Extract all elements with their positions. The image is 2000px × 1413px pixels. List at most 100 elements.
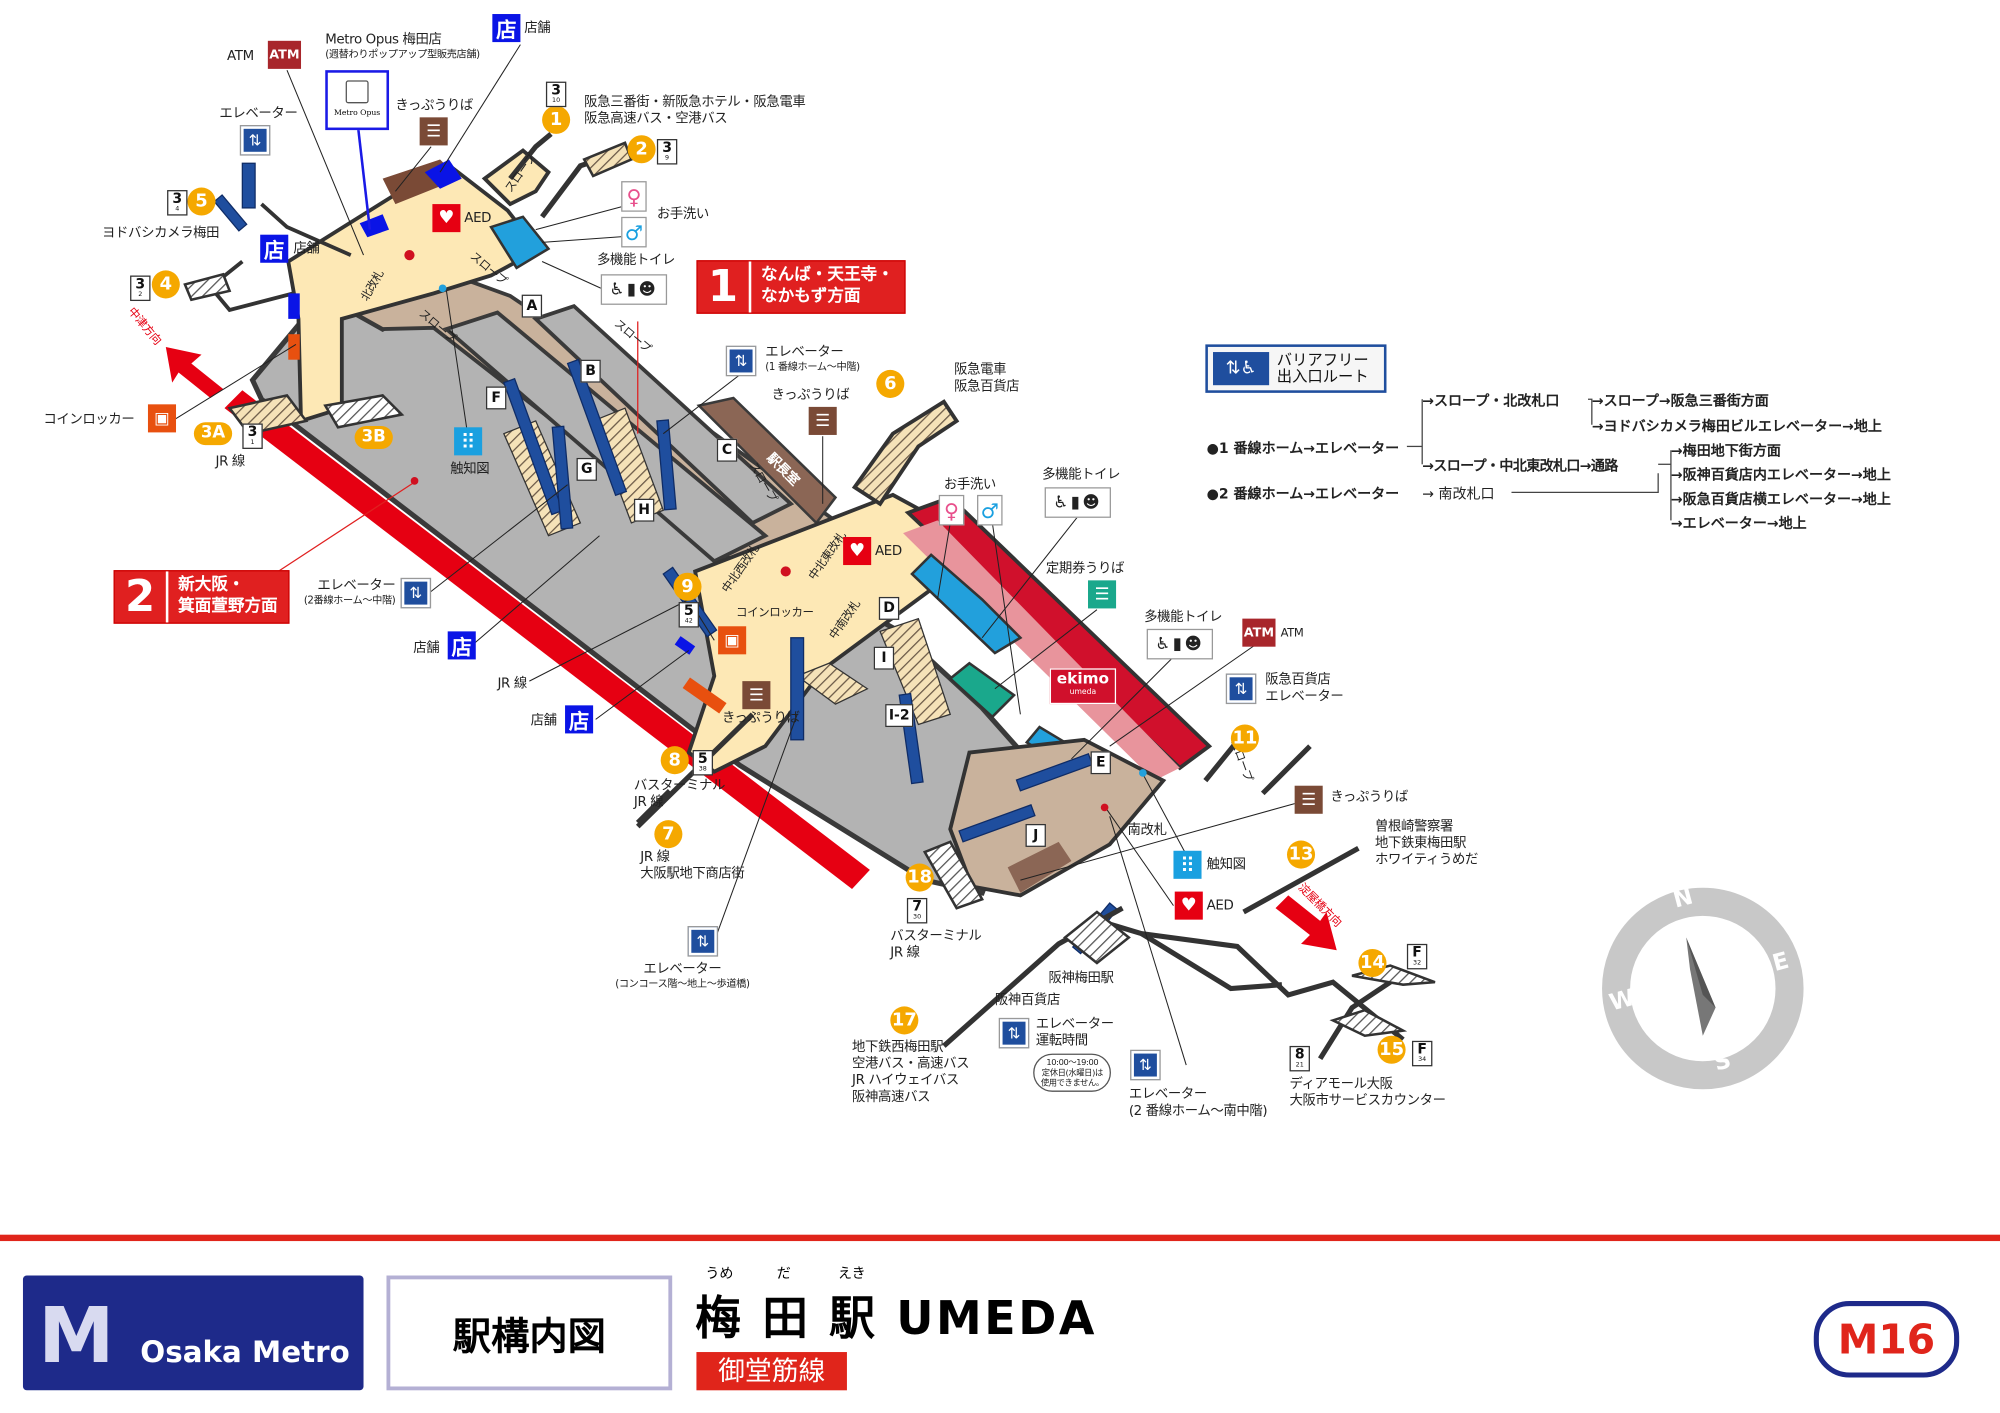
exit-2-marker[interactable]: 2 [627, 135, 656, 164]
exit-3a-marker[interactable]: 3A [193, 422, 233, 446]
exit-18-marker[interactable]: 18 [905, 863, 934, 892]
exit-3b-marker[interactable]: 3B [354, 426, 393, 449]
exit13-dest: 地下鉄東梅田駅 [1374, 835, 1467, 851]
exit-7-marker[interactable]: 7 [654, 820, 683, 849]
male-restroom-icon: ♂ [977, 494, 1003, 526]
exit-9-marker[interactable]: 9 [673, 572, 702, 601]
yodobashi-label: ヨドバシカメラ梅田 [102, 225, 220, 242]
exit-4-marker[interactable]: 4 [151, 270, 180, 299]
restroom-label: お手洗い [943, 477, 996, 493]
direction-sign-2: 2 新大阪・箕面萱野方面 [113, 570, 290, 624]
elevator-icon: ⇅ [1131, 1051, 1160, 1080]
exit-6-marker[interactable]: 6 [876, 369, 905, 398]
coin-locker-label: コインロッカー [735, 607, 814, 620]
aed-icon: ♥ [1174, 891, 1203, 920]
compass-w: W [1606, 984, 1638, 1017]
furigana: だ [776, 1265, 791, 1282]
elevator-icon: ⇅ [688, 927, 717, 956]
ticket-label: きっぷうりば [1330, 789, 1408, 805]
exit-14-marker[interactable]: 14 [1358, 948, 1387, 978]
tactile-map-label: 触知図 [450, 461, 490, 478]
coin-locker-icon: ▣ [718, 626, 747, 655]
exit-17-marker[interactable]: 17 [890, 1006, 919, 1035]
stair-letter-i2: I-2 [885, 704, 914, 728]
route-step: →梅田地下街方面 [1670, 442, 1781, 460]
route-step: →スロープ→阪急三番街方面 [1591, 392, 1769, 410]
exit1-destination-2: 阪急高速バス・空港バス [584, 110, 728, 127]
platform-number: 2 [115, 571, 168, 623]
escalator [790, 637, 805, 741]
stair-letter-e: E [1090, 751, 1111, 775]
shop-icon: 店 [260, 234, 289, 263]
exit-5-marker[interactable]: 5 [187, 187, 216, 216]
elevator-label: エレベーター [1128, 1086, 1207, 1103]
exit1-destination: 阪急三番街・新阪急ホテル・阪急電車 [584, 94, 806, 110]
atm-icon: ATM [1242, 618, 1276, 647]
atm-label: ATM [1280, 627, 1304, 641]
metro-opus-logo: Metro Opus [325, 70, 390, 131]
elevator-label: エレベーター [1265, 688, 1344, 705]
stair-letter-a: A [521, 294, 543, 318]
hanshin-dept-label: 阪神百貨店 [994, 992, 1060, 1008]
atm-icon: ATM [267, 40, 302, 69]
shop-icon: 店 [492, 14, 521, 43]
elevator-label: エレベーター [1035, 1016, 1114, 1032]
elevator-label: エレベーター [219, 105, 298, 122]
hankyu-dept-label: 阪急百貨店 [954, 378, 1020, 395]
aed-label: AED [1206, 897, 1234, 914]
route-platform-1: ●1 番線ホーム→エレベーター [1206, 440, 1400, 457]
stair-letter-h: H [633, 498, 655, 522]
compass-n: N [1670, 883, 1696, 914]
elevator-label: エレベーター [643, 961, 722, 978]
barrier-free-title: 出入口ルート [1276, 367, 1369, 386]
line-name-badge: 御堂筋線 [696, 1352, 847, 1391]
jr-line-label: JR 線 [215, 454, 246, 470]
aed-label: AED [874, 543, 902, 559]
bus-terminal-label: バスターミナル [633, 778, 726, 794]
escalator [656, 419, 677, 511]
barrier-free-title: バリアフリー [1276, 350, 1369, 369]
elevator-label: エレベーター [317, 577, 396, 594]
bus-terminal-label: バスターミナル [890, 928, 982, 944]
jr-line-label: JR 線 [890, 945, 920, 961]
exit17-dest: 空港バス・高速バス [852, 1056, 970, 1072]
exit-13-marker[interactable]: 13 [1286, 840, 1316, 869]
shop-icon: 店 [565, 705, 594, 734]
ticket-label: きっぷうりば [771, 387, 850, 404]
escalator [958, 804, 1036, 843]
direction-sign-1: 1 なんば・天王寺・なかもず方面 [696, 260, 906, 314]
elevator-icon: ⇅ [241, 126, 270, 155]
multipurpose-toilet-icon: ♿▮☻ [1146, 628, 1214, 660]
restroom-label: お手洗い [656, 206, 709, 222]
hankyu-dept-label: 阪急百貨店 [1265, 672, 1331, 688]
female-restroom-icon: ♀ [621, 181, 647, 212]
compass-rose [1602, 887, 1804, 1090]
tactile-map-icon: ⠿ [1173, 850, 1202, 879]
furigana: えき [838, 1265, 866, 1282]
commuter-pass-icon: ☰ [1088, 580, 1117, 609]
coin-locker-label: コインロッカー [43, 411, 135, 428]
exit-11-marker[interactable]: 11 [1230, 724, 1259, 753]
exit-1-marker[interactable]: 1 [542, 105, 571, 134]
shop-label: 店舗 [524, 20, 551, 36]
multipurpose-toilet-icon: ♿▮☻ [600, 274, 668, 305]
escalator [566, 358, 628, 497]
exit-8-marker[interactable]: 8 [660, 746, 689, 775]
elevator-range: (コンコース階～地上～歩道橋) [615, 978, 750, 990]
jr-line-label: JR 線 [640, 849, 670, 865]
exit-15-marker[interactable]: 15 [1377, 1035, 1406, 1064]
stair-letter-c: C [716, 438, 738, 462]
shop-label: 店舗 [530, 713, 557, 729]
sign-destination: なんば・天王寺・ [761, 265, 894, 285]
ticket-machine-icon: ☰ [742, 681, 771, 710]
stair-letter-b: B [580, 359, 601, 383]
multi-toilet-label: 多機能トイレ [1042, 466, 1121, 483]
